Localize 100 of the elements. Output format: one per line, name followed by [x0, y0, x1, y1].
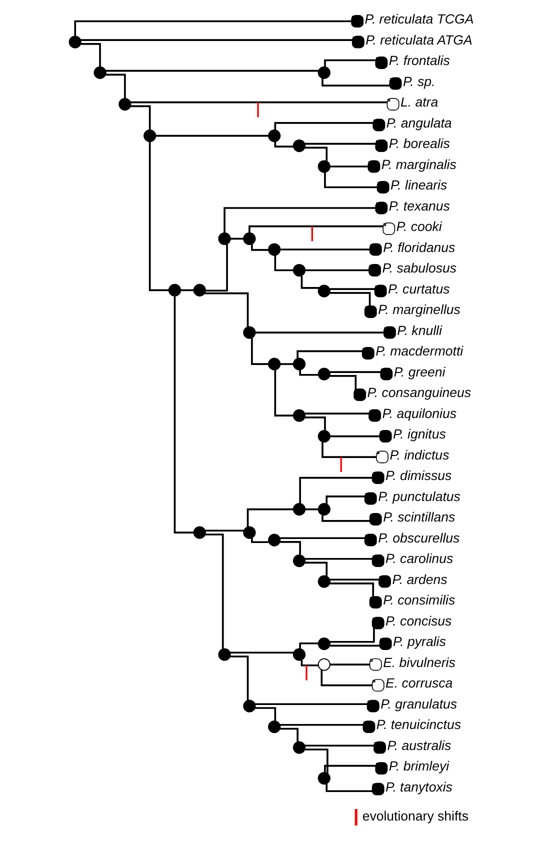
connector: [300, 276, 320, 289]
node-circle: [318, 658, 330, 671]
connector: [330, 288, 375, 290]
connector: [280, 537, 365, 540]
node-label: P. ardens: [392, 572, 448, 587]
connector: [330, 664, 370, 666]
connector: [255, 707, 276, 721]
node-label: P. tenuicinctus: [376, 717, 461, 732]
connector: [304, 558, 372, 560]
node-circle: [292, 139, 306, 152]
node-label: P. sabulosus: [382, 260, 456, 276]
connector: [304, 142, 376, 145]
connector: [255, 703, 368, 706]
connector: [324, 764, 376, 772]
connector: [248, 225, 384, 233]
connector: [106, 74, 126, 98]
connector: [230, 656, 249, 700]
connector: [330, 435, 380, 438]
node-circle: [268, 534, 281, 546]
connector: [299, 642, 318, 649]
node-label: P. borealis: [388, 136, 450, 152]
connector: [300, 660, 318, 666]
node-label: P. carolinus: [386, 551, 454, 566]
node-label: P. australis: [387, 738, 452, 753]
connector: [330, 644, 380, 647]
node-label: P. marginalis: [381, 156, 456, 172]
connector: [299, 476, 372, 504]
legend-label: evolutionary shifts: [362, 808, 469, 824]
connector: [322, 442, 376, 458]
node-circle: [218, 648, 231, 661]
node-circle: [318, 430, 330, 443]
connector: [322, 515, 370, 522]
node-circle: [318, 160, 330, 173]
node-label: P. curtatus: [388, 281, 450, 296]
connector: [224, 207, 376, 233]
node-label: P. consimilis: [383, 592, 456, 608]
connector: [330, 578, 379, 581]
connector: [156, 134, 268, 137]
connector: [205, 530, 244, 532]
node-label: P. linearis: [390, 178, 448, 193]
connector: [256, 332, 384, 334]
node-circle: [193, 526, 206, 539]
connector: [324, 59, 376, 67]
node-circle: [68, 36, 82, 48]
node-label: P. obscurellus: [378, 530, 460, 546]
node-circle: [318, 284, 330, 298]
connector: [230, 238, 244, 240]
node-label: P. angulata: [386, 115, 452, 130]
node-circle: [268, 243, 281, 256]
node-circle: [144, 130, 156, 142]
connector: [305, 269, 369, 272]
node-label: P. concisus: [386, 613, 452, 628]
node-circle: [292, 554, 306, 568]
node-circle: [318, 368, 330, 380]
connector: [80, 39, 352, 41]
connector: [251, 338, 268, 365]
node-circle: [318, 772, 330, 785]
node-label: P. texanus: [388, 198, 450, 214]
node-label: P. reticulata ATGA: [366, 32, 472, 48]
node-circle: [94, 66, 106, 80]
connector: [304, 744, 374, 747]
connector: [106, 70, 318, 72]
node-circle: [318, 637, 330, 650]
connector: [74, 20, 352, 36]
connector: [130, 105, 151, 130]
connector: [205, 244, 228, 292]
connector: [174, 296, 194, 534]
node-circle: [292, 358, 306, 370]
connector: [324, 172, 378, 188]
connector: [322, 78, 390, 86]
node-label: P. knulli: [397, 322, 442, 338]
node-circle: [193, 284, 206, 296]
node-circle: [292, 503, 306, 516]
node-label: E. bivulneris: [383, 654, 456, 670]
node-circle: [118, 98, 132, 111]
node-circle: [292, 264, 306, 277]
node-label: P. tanytoxis: [386, 779, 452, 794]
node-label: P. reticulata TCGA: [364, 12, 474, 27]
node-circle: [318, 503, 330, 516]
connector: [326, 496, 365, 504]
node-circle: [292, 648, 306, 661]
node-circle: [268, 130, 281, 142]
node-label: P. cooki: [396, 219, 442, 234]
node-label: P. pyralis: [393, 634, 446, 650]
connector: [251, 538, 269, 544]
node-circle: [168, 284, 182, 296]
connector: [305, 508, 318, 510]
node-label: P. punctulatus: [378, 488, 460, 504]
connector: [274, 255, 294, 272]
connector: [205, 534, 224, 649]
connector: [304, 562, 328, 576]
connector: [280, 363, 294, 365]
connector: [204, 292, 249, 327]
node-circle: [243, 326, 256, 339]
connector: [274, 370, 294, 416]
connector: [330, 371, 381, 373]
node-circle: [318, 66, 330, 80]
node-circle: [292, 741, 306, 754]
connector: [304, 146, 328, 161]
connector: [280, 248, 370, 250]
